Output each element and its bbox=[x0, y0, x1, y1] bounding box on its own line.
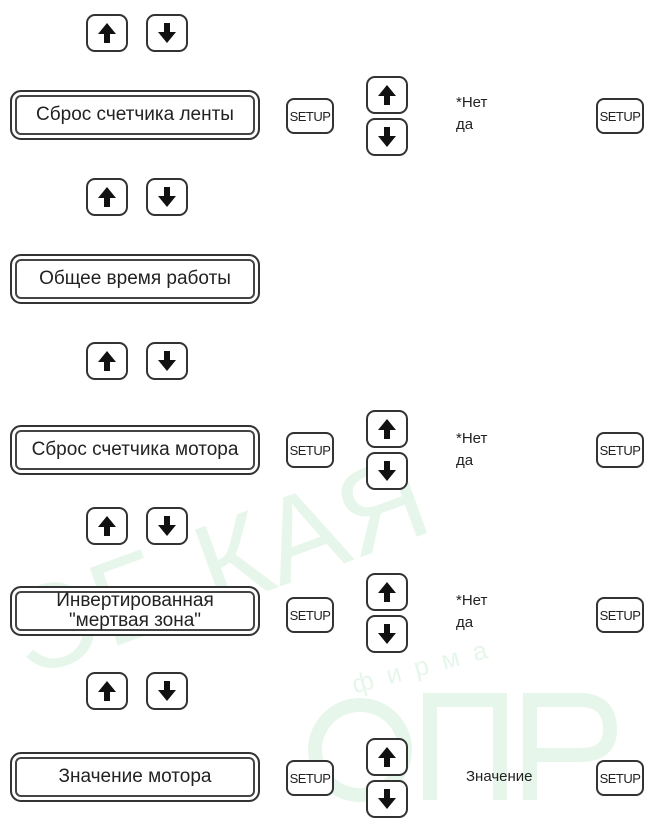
down-arrow-icon bbox=[158, 351, 176, 371]
display-motor-value: Значение мотора bbox=[10, 752, 260, 802]
setup-button[interactable]: SETUP bbox=[286, 98, 334, 134]
down-arrow-icon bbox=[158, 681, 176, 701]
display-inverted-dead-zone: Инвертированная "мертвая зона" bbox=[10, 586, 260, 636]
down-key[interactable] bbox=[146, 14, 188, 52]
up-arrow-icon bbox=[378, 582, 396, 602]
down-key[interactable] bbox=[146, 672, 188, 710]
setup-button[interactable]: SETUP bbox=[596, 597, 644, 633]
display-motor-counter-reset: Сброс счетчика мотора bbox=[10, 425, 260, 475]
up-key[interactable] bbox=[86, 672, 128, 710]
down-arrow-icon bbox=[378, 789, 396, 809]
option-no[interactable]: *Нет bbox=[456, 94, 488, 111]
down-arrow-icon bbox=[158, 23, 176, 43]
option-yes[interactable]: да bbox=[456, 116, 474, 133]
up-key[interactable] bbox=[366, 738, 408, 776]
down-key[interactable] bbox=[366, 615, 408, 653]
up-key[interactable] bbox=[86, 507, 128, 545]
setup-button[interactable]: SETUP bbox=[596, 432, 644, 468]
option-yes[interactable]: да bbox=[456, 452, 474, 469]
up-arrow-icon bbox=[98, 187, 116, 207]
display-belt-counter-reset: Сброс счетчика ленты bbox=[10, 90, 260, 140]
option-no[interactable]: *Нет bbox=[456, 430, 488, 447]
down-key[interactable] bbox=[146, 342, 188, 380]
option-no[interactable]: *Нет bbox=[456, 592, 488, 609]
up-key[interactable] bbox=[366, 410, 408, 448]
down-arrow-icon bbox=[378, 624, 396, 644]
up-arrow-icon bbox=[378, 85, 396, 105]
up-arrow-icon bbox=[378, 747, 396, 767]
down-key[interactable] bbox=[146, 178, 188, 216]
watermark-logo bbox=[308, 693, 618, 802]
up-key[interactable] bbox=[86, 342, 128, 380]
up-arrow-icon bbox=[98, 351, 116, 371]
setup-button[interactable]: SETUP bbox=[596, 760, 644, 796]
down-key[interactable] bbox=[366, 452, 408, 490]
up-key[interactable] bbox=[366, 573, 408, 611]
up-key[interactable] bbox=[366, 76, 408, 114]
up-arrow-icon bbox=[378, 419, 396, 439]
option-yes[interactable]: да bbox=[456, 614, 474, 631]
down-key[interactable] bbox=[366, 118, 408, 156]
up-arrow-icon bbox=[98, 516, 116, 536]
down-key[interactable] bbox=[146, 507, 188, 545]
down-arrow-icon bbox=[158, 516, 176, 536]
up-key[interactable] bbox=[86, 178, 128, 216]
setup-button[interactable]: SETUP bbox=[286, 760, 334, 796]
up-key[interactable] bbox=[86, 14, 128, 52]
option-value[interactable]: Значение bbox=[466, 768, 533, 785]
up-arrow-icon bbox=[98, 23, 116, 43]
setup-button[interactable]: SETUP bbox=[286, 597, 334, 633]
setup-button[interactable]: SETUP bbox=[596, 98, 644, 134]
down-arrow-icon bbox=[158, 187, 176, 207]
setup-button[interactable]: SETUP bbox=[286, 432, 334, 468]
up-arrow-icon bbox=[98, 681, 116, 701]
down-arrow-icon bbox=[378, 461, 396, 481]
down-arrow-icon bbox=[378, 127, 396, 147]
down-key[interactable] bbox=[366, 780, 408, 818]
display-total-runtime: Общее время работы bbox=[10, 254, 260, 304]
